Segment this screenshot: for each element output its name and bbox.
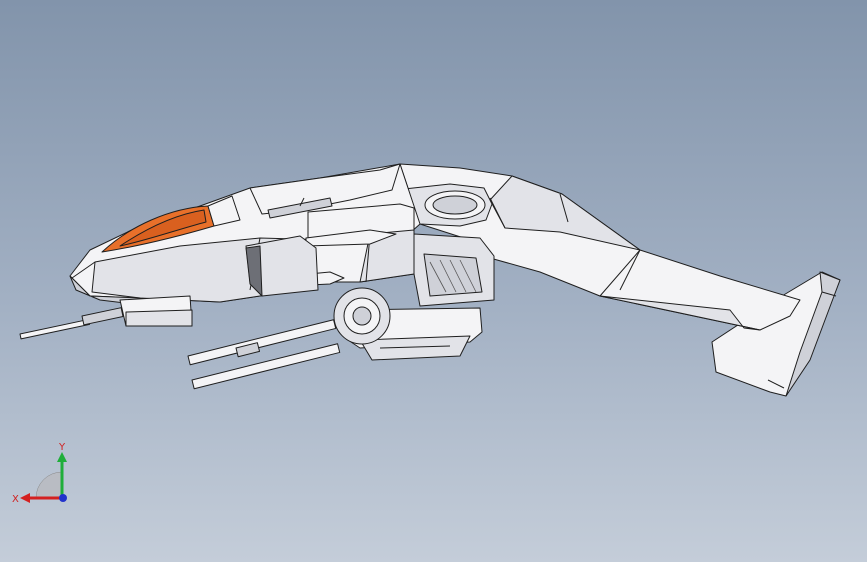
vent-grille <box>267 197 333 219</box>
cannon-barrel-lower <box>191 343 341 390</box>
y-axis-label: Y <box>58 442 66 453</box>
tail-boom-under <box>599 295 761 331</box>
nose-cannon-barrel <box>19 318 91 340</box>
cannon-barrel-upper <box>187 319 337 366</box>
z-axis <box>59 494 67 502</box>
x-axis-label: X <box>12 494 19 505</box>
nose-cannon-sleeve <box>81 307 124 326</box>
view-plane-quarter <box>35 471 63 499</box>
orientation-triad: Y X <box>12 442 67 505</box>
aft-hatch <box>423 253 483 297</box>
